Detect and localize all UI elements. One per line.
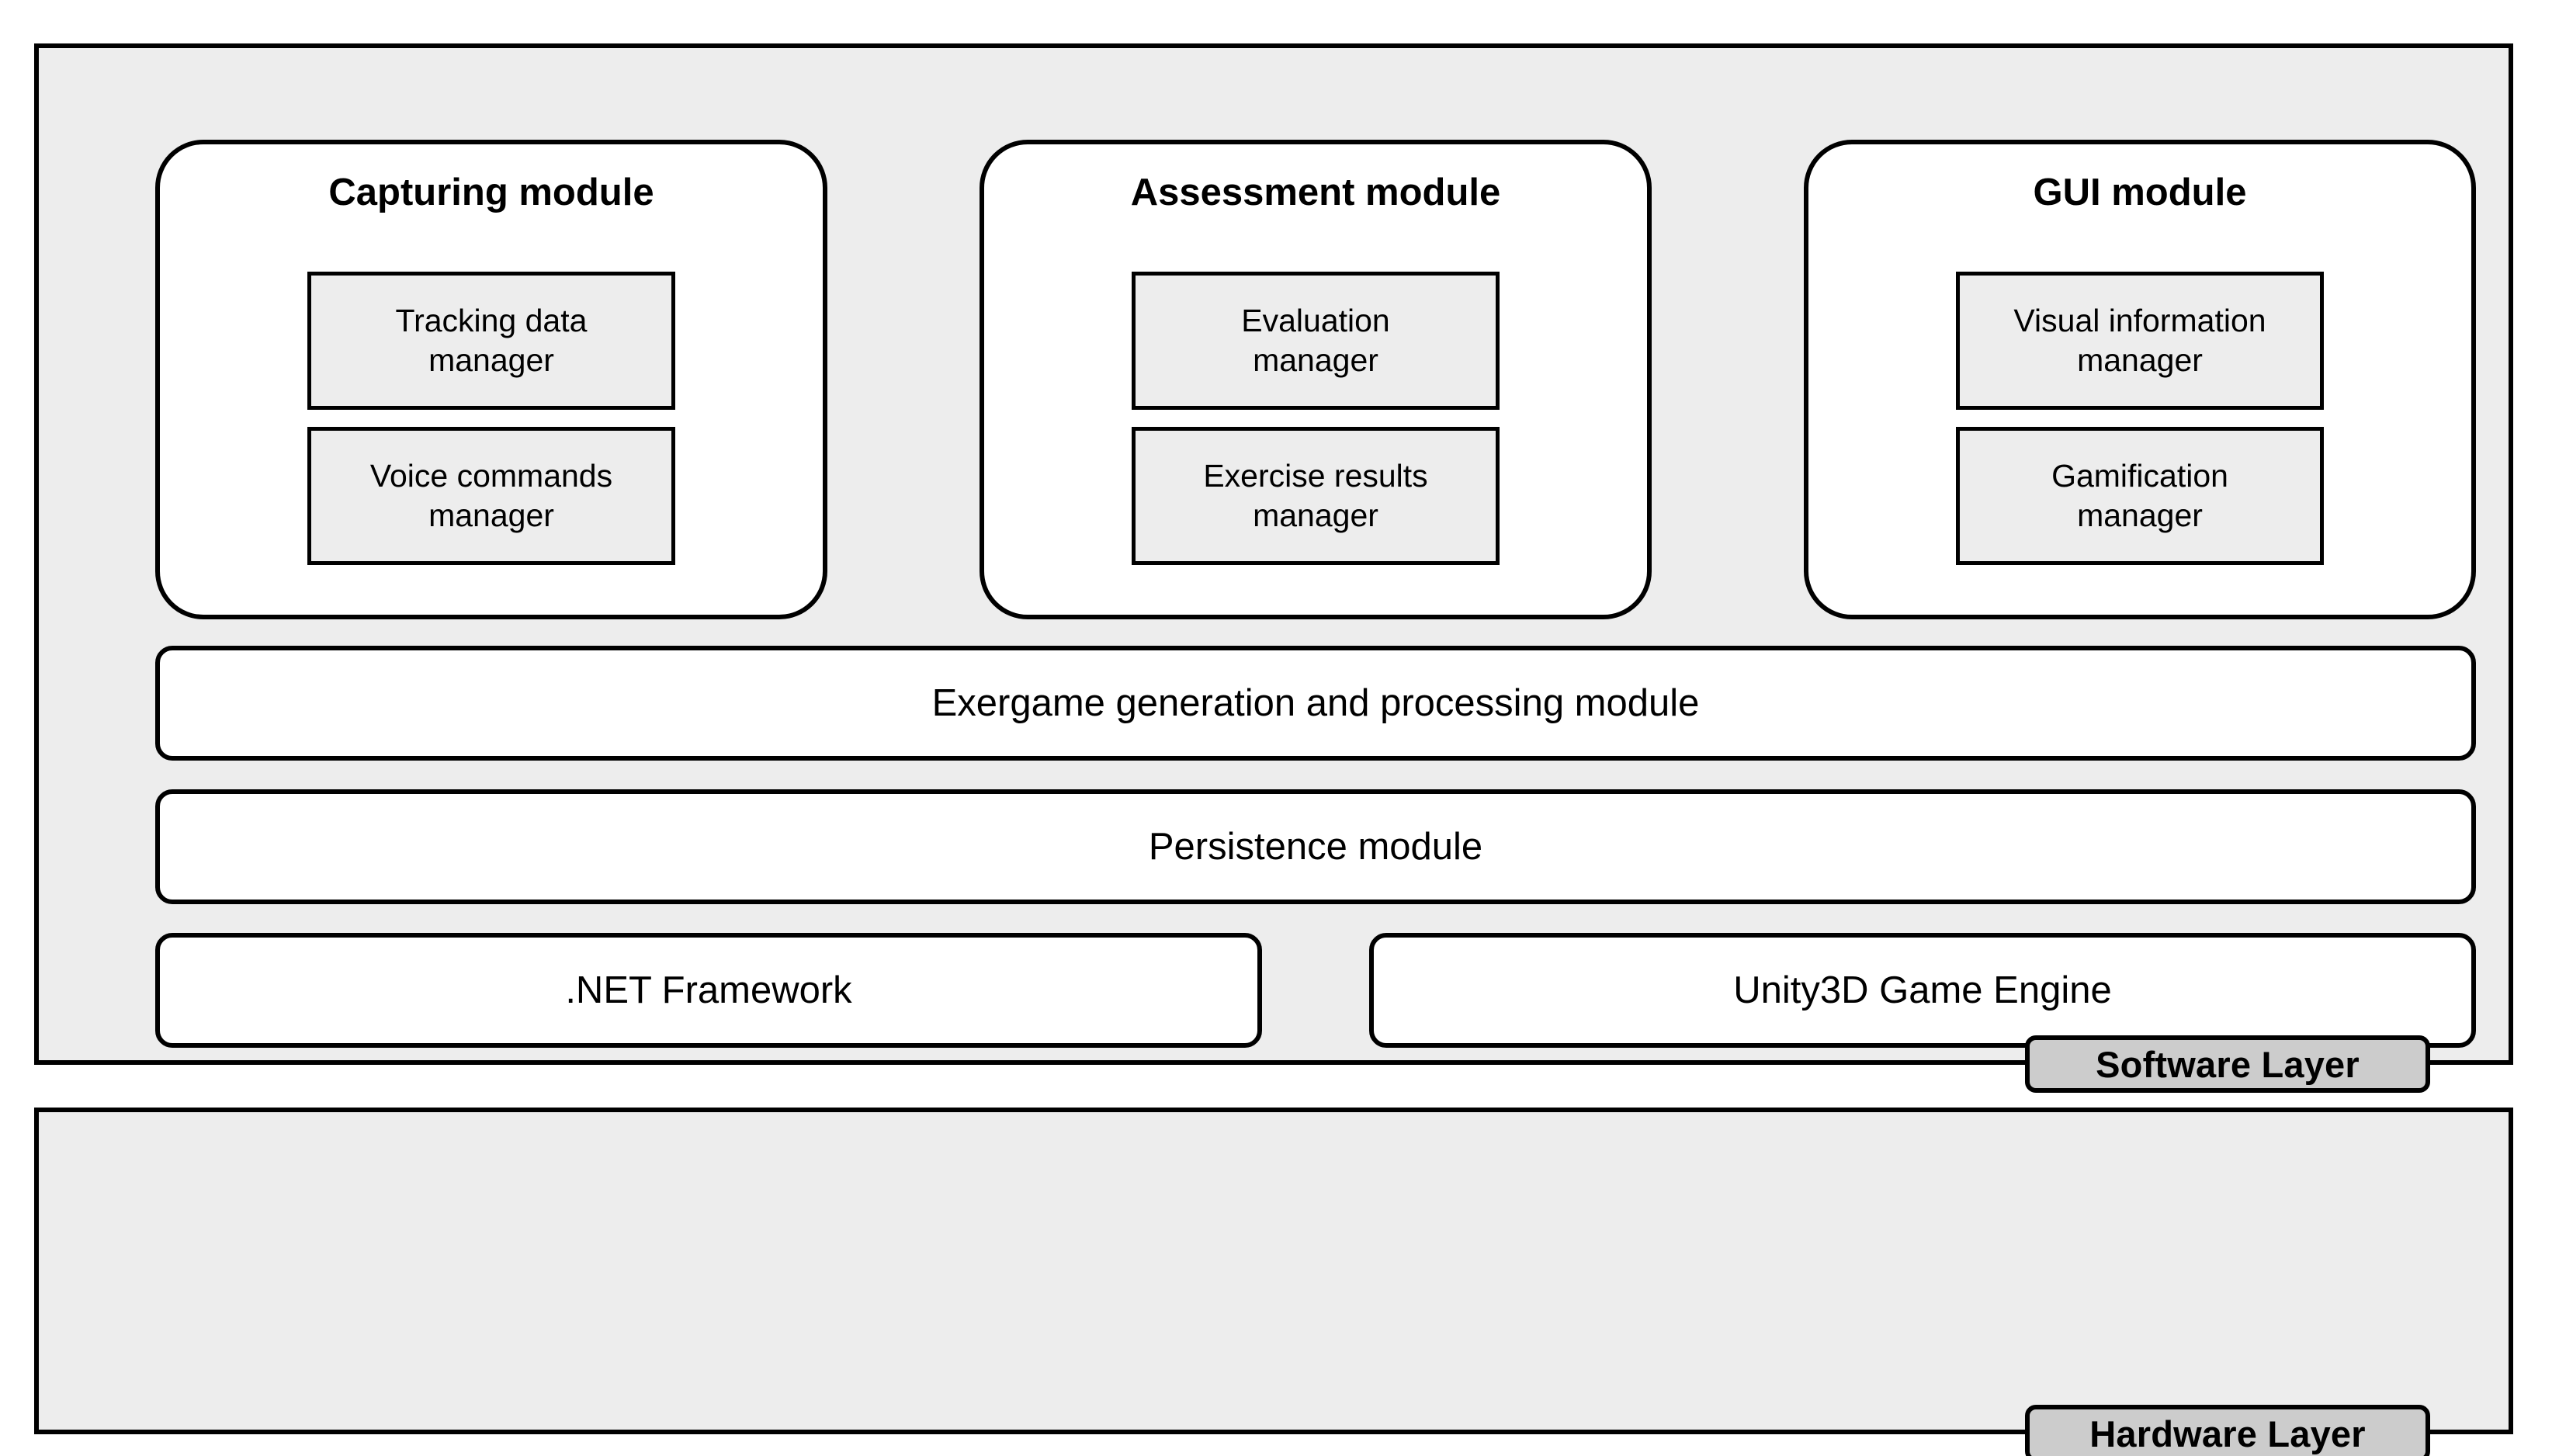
bar-unity3d-game-engine: Unity3D Game Engine [1369, 933, 2476, 1048]
software-layer-badge: Software Layer [2025, 1035, 2430, 1093]
module-title-gui: GUI module [2033, 172, 2247, 213]
hardware-layer-badge: Hardware Layer [2025, 1405, 2430, 1456]
module-title-capturing: Capturing module [328, 172, 654, 213]
bar-persistence-module: Persistence module [155, 789, 2476, 904]
module-title-assessment: Assessment module [1130, 172, 1501, 213]
bar-dotnet-framework: .NET Framework [155, 933, 1262, 1048]
hardware-layer-panel: Laptop computer + Nvidia graphics card M… [34, 1108, 2513, 1434]
bar-exergame-generation: Exergame generation and processing modul… [155, 646, 2476, 761]
